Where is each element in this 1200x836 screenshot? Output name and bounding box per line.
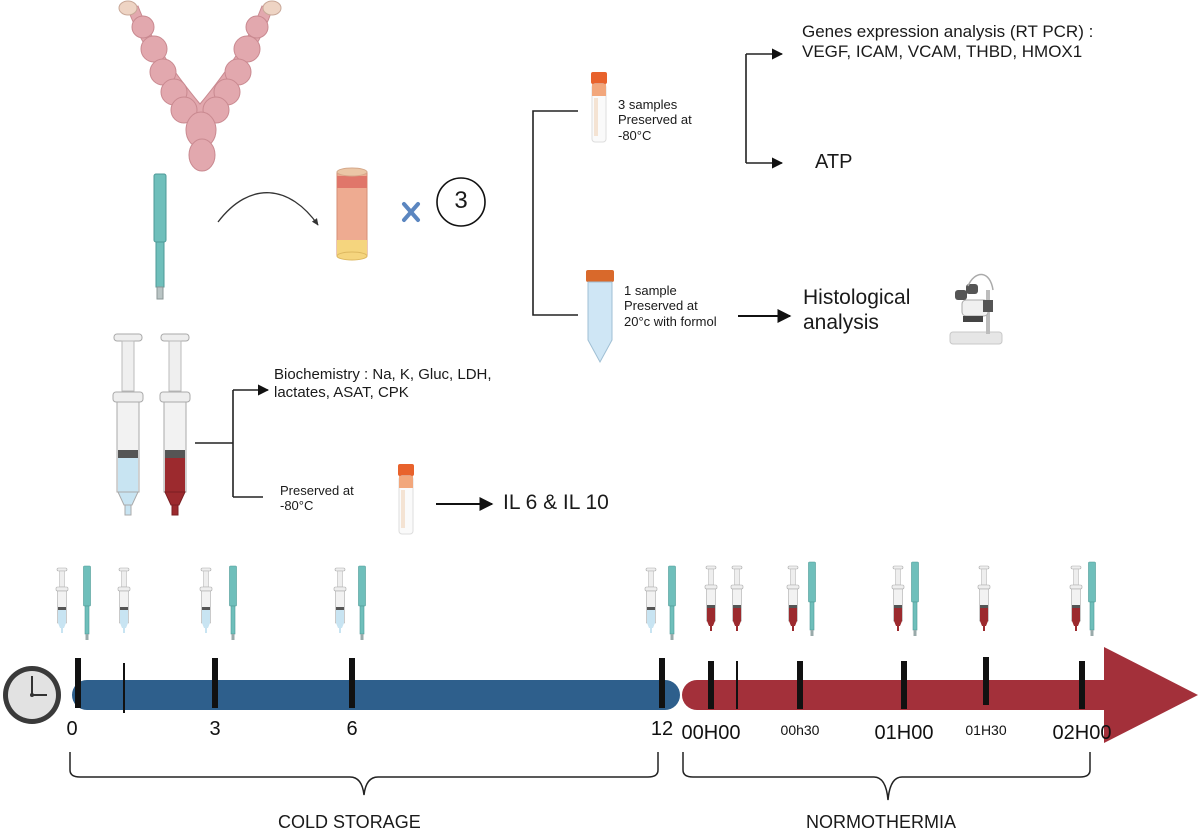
histology-text: Histological analysis: [803, 286, 911, 334]
normo-tick-label: 00H00: [681, 722, 741, 744]
timepoint-blood-syringe-icon: [1069, 565, 1083, 631]
timepoint-blood-syringe-icon: [786, 565, 800, 631]
timepoint-syringe-icon: [333, 567, 347, 633]
cold-storage-bar: [72, 680, 680, 710]
cold-tick-label: 12: [650, 718, 674, 740]
timepoint-blood-syringe-icon: [704, 565, 718, 631]
timepoint-syringe-icon: [199, 567, 213, 633]
biochemistry-text: Biochemistry : Na, K, Gluc, LDH, lactate…: [274, 366, 492, 401]
biopsy-punch-icon: [153, 173, 167, 300]
normo-tick-label: 00h30: [780, 722, 820, 738]
cold-tick-12: [659, 658, 665, 708]
cold-tick-6: [349, 658, 355, 708]
cold-tick-minor: [123, 663, 125, 713]
cold-tick-label: 6: [346, 718, 358, 740]
cold-storage-label: COLD STORAGE: [278, 812, 421, 832]
cold-tick-label: 0: [66, 718, 78, 740]
normo-tick-01H00: [901, 661, 907, 709]
timepoint-biopsy-icon: [1088, 561, 1096, 636]
curved-arrow: [217, 192, 319, 226]
normothermia-label: NORMOTHERMIA: [806, 812, 956, 832]
timepoint-biopsy-icon: [358, 565, 366, 640]
times-icon: [402, 202, 420, 222]
normo-tick-label: 01H30: [965, 722, 1007, 738]
frozen-plasma-label: Preserved at -80°C: [280, 483, 354, 514]
timepoint-biopsy-icon: [808, 561, 816, 636]
formol-sample-label: 1 sample Preserved at 20°c with formol: [624, 283, 717, 329]
normothermia-brace: [682, 752, 1091, 801]
timepoint-syringe-icon: [55, 567, 69, 633]
normo-tick-00H00: [708, 661, 714, 709]
cryotube-il-icon: [398, 464, 414, 535]
blood-split-connector: [195, 384, 270, 498]
gene-expression-text: Genes expression analysis (RT PCR) : VEG…: [802, 22, 1094, 62]
timepoint-biopsy-icon: [668, 565, 676, 640]
timepoint-blood-syringe-icon: [891, 565, 905, 631]
normo-tick-00h30: [797, 661, 803, 709]
cytokines-text: IL 6 & IL 10: [503, 491, 609, 514]
count-circle: [436, 177, 486, 227]
cold-tick-label: 3: [209, 718, 221, 740]
frozen-sample-label: 3 samples Preserved at -80°C: [618, 97, 692, 143]
timepoint-syringe-icon: [117, 567, 131, 633]
cold-tick-3: [212, 658, 218, 708]
timepoint-blood-syringe-icon: [730, 565, 744, 631]
tissue-sample-icon: [336, 167, 368, 261]
syringe-perfusate-icon: [112, 333, 144, 516]
cryotube-icon: [591, 72, 607, 143]
syringe-blood-icon: [159, 333, 191, 516]
normo-tick-label: 01H00: [874, 722, 934, 744]
timepoint-blood-syringe-icon: [977, 565, 991, 631]
microscope-icon: [949, 273, 1003, 345]
sample-split-connector: [532, 110, 578, 316]
normothermia-arrowhead: [1104, 647, 1198, 743]
timepoint-syringe-icon: [644, 567, 658, 633]
normo-tick-02H00: [1079, 661, 1085, 709]
atp-text: ATP: [815, 151, 853, 173]
timepoint-biopsy-icon: [911, 561, 919, 636]
normo-tick-01H30: [983, 657, 989, 705]
cold-storage-brace: [69, 752, 659, 796]
gene-atp-connector: [745, 48, 784, 169]
timepoint-biopsy-icon: [83, 565, 91, 640]
clock-icon: [3, 666, 61, 724]
sample-count: 3: [454, 187, 468, 214]
cold-tick-0: [75, 658, 81, 708]
normo-tick-minor: [736, 661, 738, 709]
normo-tick-label: 02H00: [1052, 722, 1112, 744]
vessel-illustration: [118, 0, 282, 172]
timepoint-biopsy-icon: [229, 565, 237, 640]
falcon-tube-icon: [586, 270, 614, 364]
